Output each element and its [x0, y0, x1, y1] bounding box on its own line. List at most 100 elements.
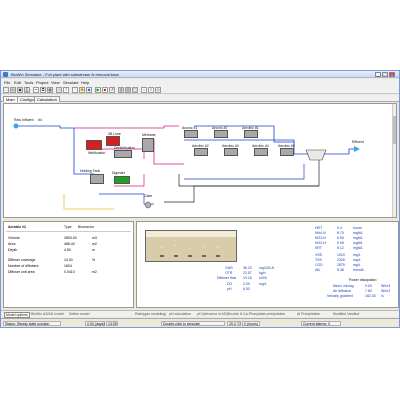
- divider: [6, 231, 131, 232]
- status-clock: 13:05: [106, 321, 118, 326]
- paste-icon[interactable]: ▦: [47, 87, 53, 93]
- to-clarifier-line: [279, 139, 314, 155]
- power-value: 7.80: [365, 289, 372, 293]
- lime-label: 3B Lime: [108, 132, 121, 136]
- property-value[interactable]: 4.50: [64, 248, 71, 252]
- result-value: 36.23: [243, 266, 252, 270]
- flow-lines: [13, 123, 360, 210]
- aerobic-1-tank[interactable]: [244, 130, 258, 138]
- maximize-button[interactable]: □: [382, 72, 388, 77]
- process-flow-diagram[interactable]: Raw Influent #4 Nitrification 3B Lime De…: [3, 103, 397, 218]
- menu-view[interactable]: View: [51, 80, 60, 85]
- model-tab[interactable]: Ratio(gas modeling): [135, 312, 167, 316]
- model-tab[interactable]: pH calculation: [169, 312, 191, 316]
- menu-project[interactable]: Project: [36, 80, 49, 85]
- result-unit: mmol/L: [353, 268, 365, 272]
- close-button[interactable]: ×: [389, 72, 395, 77]
- menu-edit[interactable]: Edit: [14, 80, 21, 85]
- property-value[interactable]: 1604: [64, 264, 72, 268]
- influent-shape: [13, 123, 19, 129]
- type-label: Type: [64, 225, 72, 229]
- alert-icon[interactable]: !: [72, 87, 78, 93]
- effluent-label: Effluent: [352, 140, 364, 144]
- property-value[interactable]: 466.40: [64, 242, 75, 246]
- diagram-scrollbar[interactable]: [392, 104, 396, 217]
- result-key: SRT: [315, 246, 322, 250]
- target-icon[interactable]: ◎: [155, 87, 161, 93]
- aerobic-5-tank[interactable]: [280, 148, 294, 156]
- menu-file[interactable]: File: [4, 80, 11, 85]
- help-icon[interactable]: ?: [63, 87, 69, 93]
- clock-icon[interactable]: ◷: [56, 87, 62, 93]
- table-icon[interactable]: ▧: [125, 87, 131, 93]
- reset-icon[interactable]: ↺: [109, 87, 115, 93]
- anoxic-1-tank[interactable]: [184, 130, 198, 138]
- sidestream-yellow-line: [63, 194, 114, 210]
- scrollbar-thumb[interactable]: [393, 116, 396, 144]
- cake-shape: [144, 201, 152, 209]
- model-tab[interactable]: Modified Vesilind: [333, 312, 360, 316]
- diamond-icon[interactable]: ◆: [86, 87, 92, 93]
- menu-tools[interactable]: Tools: [24, 80, 34, 85]
- result-key: OTR: [225, 271, 233, 275]
- nitrification-tank[interactable]: [86, 140, 102, 150]
- title-bar[interactable]: BioWin Simulator - Full plant with sides…: [1, 71, 399, 78]
- result-unit: mgN/L: [353, 231, 364, 235]
- model-tab[interactable]: Struvite & Ca-Phosphate precipitation: [227, 312, 286, 316]
- copy-icon[interactable]: ⧉: [40, 87, 46, 93]
- chart-icon[interactable]: ▥: [118, 87, 124, 93]
- lime-tank[interactable]: [106, 136, 120, 146]
- anoxic-2-label: Anoxic #2: [212, 126, 228, 130]
- tab-main[interactable]: Main: [3, 96, 18, 102]
- open-file-icon[interactable]: ▤: [10, 87, 16, 93]
- menu-simulate[interactable]: Simulate: [63, 80, 79, 85]
- cut-icon[interactable]: ✂: [33, 87, 39, 93]
- aerobic-3-tank[interactable]: [224, 148, 238, 156]
- holding-tank[interactable]: [90, 174, 104, 184]
- aerobic-2-tank[interactable]: [194, 148, 208, 156]
- tab-calculation[interactable]: Calculation: [34, 96, 60, 102]
- model-tab[interactable]: Al Precipitation: [297, 312, 321, 316]
- model-tab[interactable]: Settler model: [69, 312, 90, 316]
- album-icon[interactable]: ◫: [132, 87, 138, 93]
- element-icon[interactable]: ⬢: [79, 87, 85, 93]
- diffuser-icon: [216, 255, 220, 257]
- window-title: BioWin Simulator - Full plant with sides…: [11, 72, 119, 77]
- result-unit: mg/L: [353, 258, 361, 262]
- property-key: Volume: [8, 236, 20, 240]
- minimize-button[interactable]: _: [375, 72, 381, 77]
- save-icon[interactable]: ▣: [17, 87, 23, 93]
- print-icon[interactable]: ⎙: [24, 87, 30, 93]
- model-tab[interactable]: pH (behavior in AD): [197, 312, 228, 316]
- aeration-basin-illustration: [145, 230, 237, 262]
- property-value[interactable]: 2800.00: [64, 236, 77, 240]
- status-alarms: Current alarms: 0: [301, 321, 341, 326]
- return-sludge-line: [178, 160, 320, 187]
- power-key: Air diffusion: [333, 289, 352, 293]
- new-file-icon[interactable]: □: [3, 87, 9, 93]
- property-value[interactable]: 0.0410: [64, 270, 75, 274]
- diffuser-icon: [160, 255, 164, 257]
- methane-tank[interactable]: [142, 138, 154, 152]
- play-icon[interactable]: ▶: [95, 87, 101, 93]
- denitrification-tank[interactable]: [114, 150, 132, 158]
- result-unit: mg/L: [353, 263, 361, 267]
- stop-icon[interactable]: ■: [102, 87, 108, 93]
- menu-help[interactable]: Help: [81, 80, 90, 85]
- anoxic-2-tank[interactable]: [214, 130, 228, 138]
- aerobic-4-tank[interactable]: [254, 148, 268, 156]
- list-icon[interactable]: ≡: [148, 87, 154, 93]
- model-tab[interactable]: BioWin AS/AD model: [31, 312, 64, 316]
- digester-tank[interactable]: [114, 176, 130, 184]
- model-tab[interactable]: Model options: [4, 312, 30, 318]
- home-icon[interactable]: ⌂: [141, 87, 147, 93]
- result-value: 8.70: [337, 231, 344, 235]
- property-value[interactable]: 10.00: [64, 258, 73, 262]
